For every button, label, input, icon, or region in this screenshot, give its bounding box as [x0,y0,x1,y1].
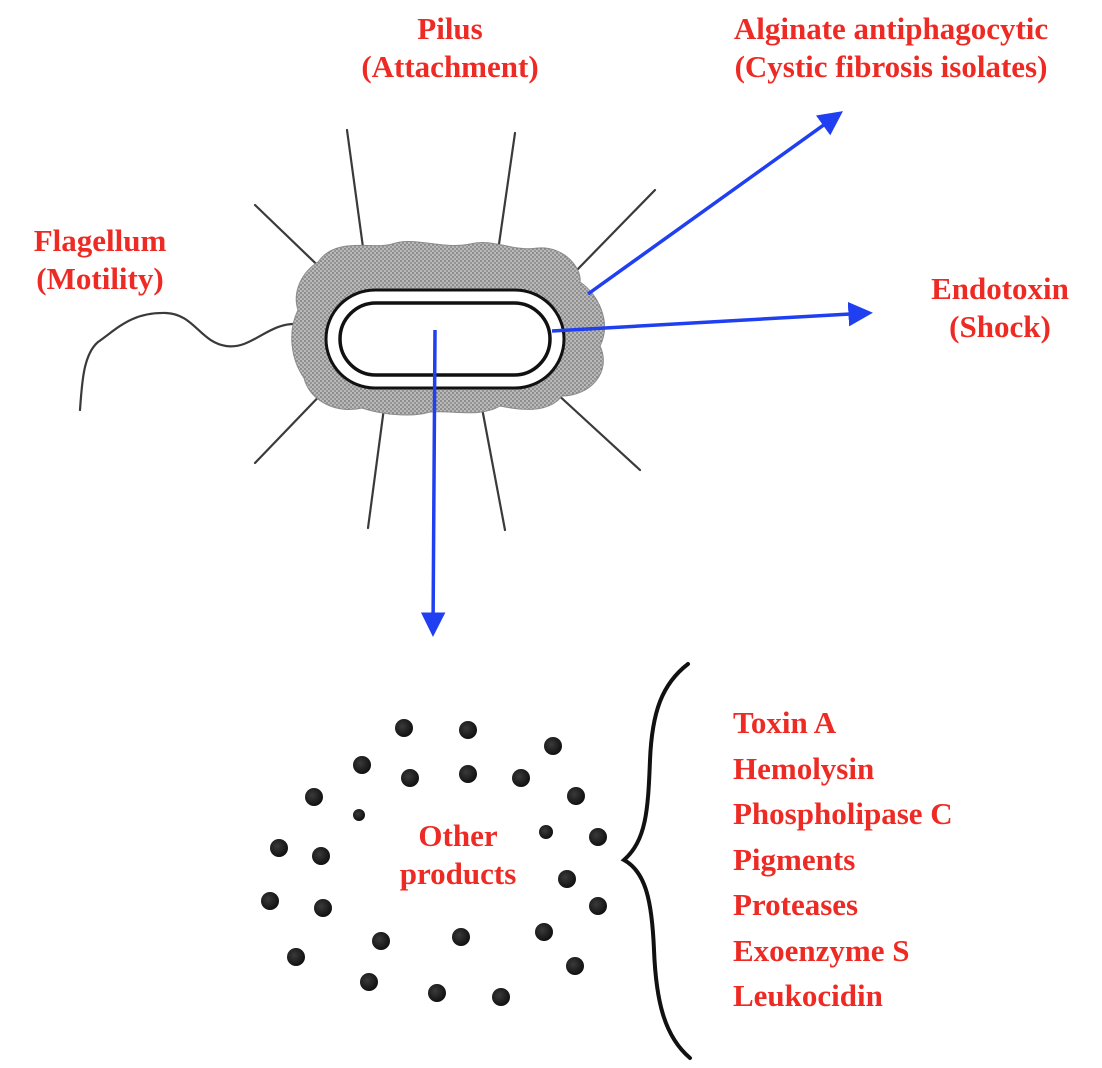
product-dot [401,769,419,787]
product-dot [566,957,584,975]
product-dot [360,973,378,991]
products-list: Toxin A Hemolysin Phospholipase C Pigmen… [733,700,953,1019]
endotoxin-title: Endotoxin [900,270,1100,308]
product-dot [305,788,323,806]
product-dot [353,809,365,821]
product-dot [312,847,330,865]
product-dot [428,984,446,1002]
product-dot [558,870,576,888]
arrow-other-products [433,330,435,632]
curly-brace [624,664,690,1058]
product-dot [353,756,371,774]
product-dot [589,897,607,915]
arrow-alginate [588,114,839,294]
product-item-pigments: Pigments [733,837,953,883]
flagellum-subtitle: (Motility) [0,260,200,298]
product-item-phospholipase-c: Phospholipase C [733,791,953,837]
flagellum [80,313,298,410]
product-dot [459,765,477,783]
product-item-hemolysin: Hemolysin [733,746,953,792]
alginate-title: Alginate antiphagocytic [682,10,1100,48]
product-dot [535,923,553,941]
product-dot [372,932,390,950]
product-item-leukocidin: Leukocidin [733,973,953,1019]
other-products-subtitle: products [378,855,538,893]
pilus-7 [482,408,505,530]
flagellum-title: Flagellum [0,222,200,260]
product-dot [270,839,288,857]
product-dot [395,719,413,737]
product-item-proteases: Proteases [733,882,953,928]
pilus-4 [575,190,655,272]
other-products-label: Other products [378,815,538,895]
alginate-subtitle: (Cystic fibrosis isolates) [682,48,1100,86]
product-dot [314,899,332,917]
product-dot [287,948,305,966]
product-dot [512,769,530,787]
pilus-label: Pilus (Attachment) [330,10,570,86]
flagellum-label: Flagellum (Motility) [0,222,200,298]
pilus-6 [368,408,384,528]
alginate-label: Alginate antiphagocytic (Cystic fibrosis… [682,10,1100,86]
product-item-toxin-a: Toxin A [733,700,953,746]
endotoxin-label: Endotoxin (Shock) [900,270,1100,346]
other-products-title: Other [378,817,538,855]
pilus-2 [497,133,515,258]
product-item-exoenzyme-s: Exoenzyme S [733,928,953,974]
product-dot [261,892,279,910]
product-dot [492,988,510,1006]
pilus-subtitle: (Attachment) [330,48,570,86]
product-dot [544,737,562,755]
product-dot [452,928,470,946]
pilus-title: Pilus [330,10,570,48]
product-dot [539,825,553,839]
product-dot [589,828,607,846]
endotoxin-subtitle: (Shock) [900,308,1100,346]
product-dot [567,787,585,805]
cell-envelope [326,290,564,388]
product-dot [459,721,477,739]
pilus-8 [555,392,640,470]
inner-membrane [340,303,550,375]
pilus-1 [347,130,365,262]
